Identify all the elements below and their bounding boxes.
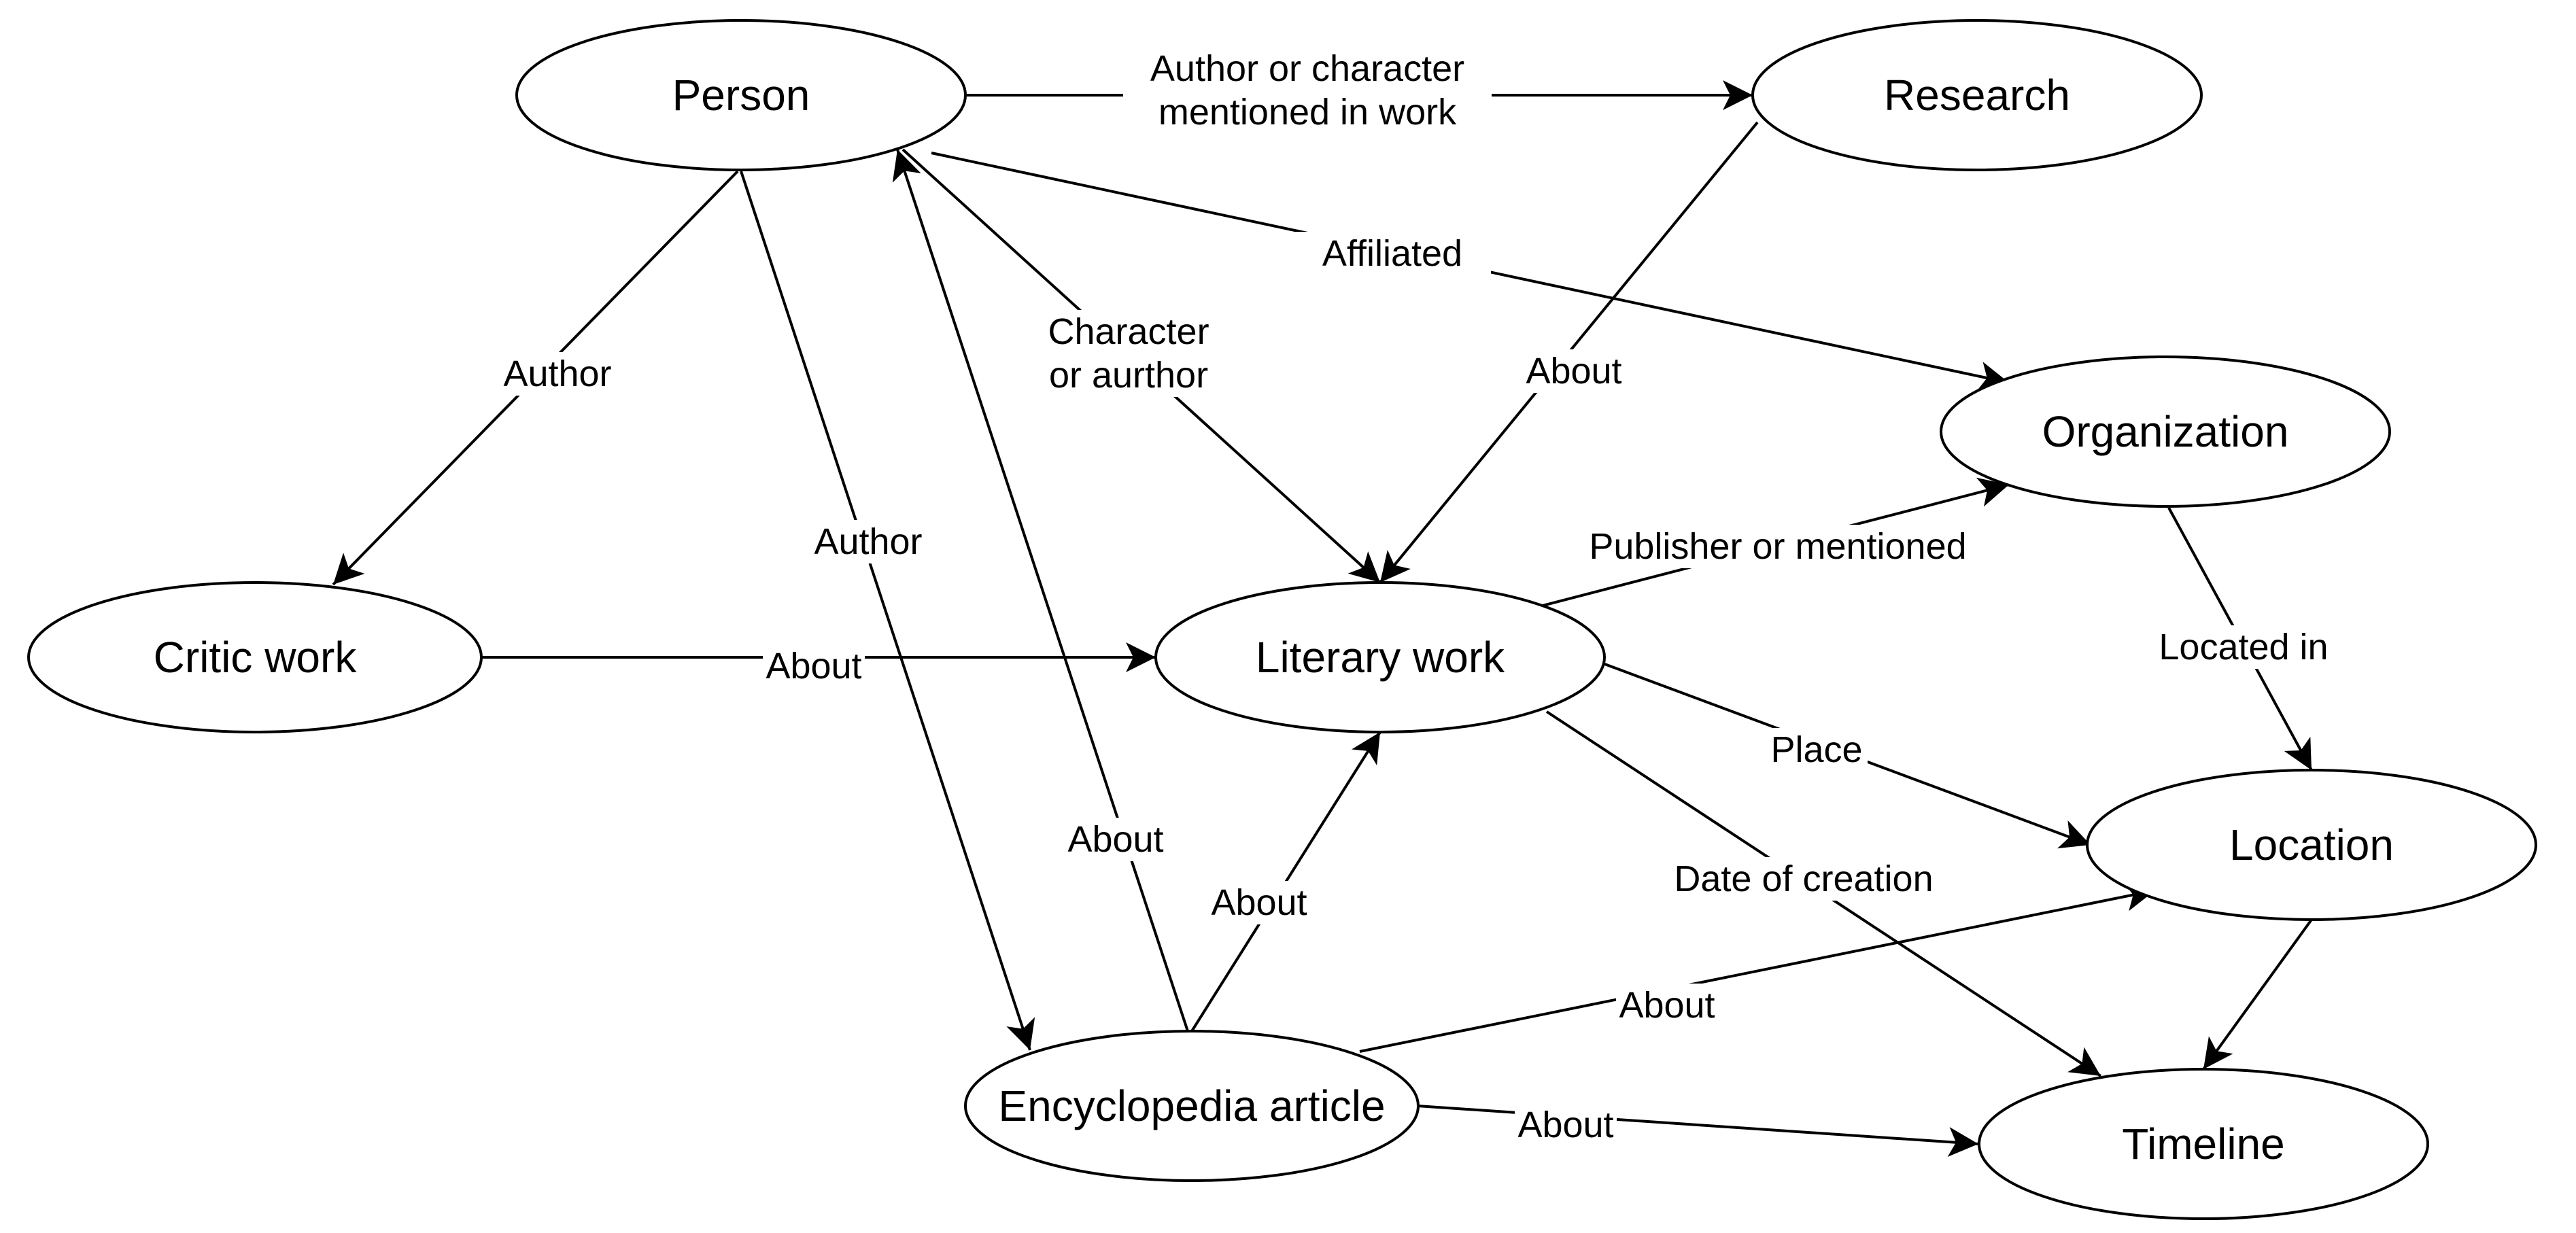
node-shape	[1978, 1068, 2429, 1220]
node-research: Research	[1751, 19, 2203, 171]
edge-label-text: or aurthor	[1049, 355, 1208, 396]
edge-label-encyclopedia-timeline-about: About	[1515, 1103, 1617, 1147]
edge-encyclopedia-location-about	[1359, 882, 2156, 1053]
node-shape	[27, 581, 483, 733]
edge-label-research-literary-about: About	[1523, 349, 1625, 393]
edge-label-person-organization: Affiliated	[1294, 232, 1491, 275]
edge-label-background	[1515, 1103, 1617, 1147]
edge-label-background	[1565, 525, 1991, 568]
node-literary-work: Literary work	[1154, 581, 1606, 733]
edge-label-literary-organization: Publisher or mentioned	[1565, 525, 1991, 568]
edge-label-text: mentioned in work	[1158, 92, 1457, 133]
edge-label-text: Character	[1048, 311, 1209, 352]
edge-label-literary-location-place: Place	[1766, 728, 1868, 771]
edge-label-background	[1294, 232, 1491, 275]
edge-label-text: Author	[503, 353, 611, 394]
edge-label-text: Place	[1770, 729, 1862, 770]
node-shape	[964, 1030, 1420, 1182]
node-shape	[1154, 581, 1606, 733]
edge-person-encyclopedia-author	[740, 171, 1035, 1051]
edge-label-person-encyclopedia-author: Author	[808, 520, 929, 563]
node-timeline: Timeline	[1978, 1068, 2429, 1220]
edge-label-background	[1616, 984, 1718, 1027]
edge-label-background	[1065, 818, 1167, 861]
node-location: Location	[2086, 769, 2537, 921]
node-label-encyclopedia-article: Encyclopedia article	[998, 1081, 1385, 1130]
edge-label-organization-location: Located in	[2145, 625, 2342, 669]
edge-label-text: Affiliated	[1322, 233, 1462, 274]
edge-label-background	[2145, 625, 2342, 669]
edge-encyclopedia-person-about	[892, 149, 1189, 1032]
edge-encyclopedia-timeline-about	[1417, 1105, 1979, 1157]
edge-label-background	[1648, 857, 1959, 901]
node-shape	[515, 19, 967, 171]
edge-label-text: About	[1619, 985, 1715, 1026]
node-encyclopedia-article: Encyclopedia article	[964, 1030, 1420, 1182]
edge-label-background	[1123, 47, 1492, 134]
edge-label-background	[1208, 881, 1310, 924]
node-label-timeline: Timeline	[2122, 1119, 2284, 1168]
edge-location-timeline	[2202, 918, 2313, 1071]
edge-label-background	[1766, 728, 1868, 771]
edge-label-text: About	[766, 646, 861, 687]
node-label-location: Location	[2229, 820, 2394, 869]
edge-label-encyclopedia-literary-about: About	[1208, 881, 1310, 924]
edge-label-person-critic-author: Author	[497, 352, 618, 396]
node-critic-work: Critic work	[27, 581, 483, 733]
node-label-person: Person	[672, 71, 810, 120]
node-shape	[2086, 769, 2537, 921]
edge-label-text: Author or character	[1150, 48, 1464, 89]
edge-label-background	[1030, 310, 1227, 397]
edge-label-critic-literary-about: About	[763, 644, 865, 688]
edge-label-encyclopedia-person-about: About	[1065, 818, 1167, 861]
edge-label-background	[1523, 349, 1625, 393]
edge-label-text: Located in	[2159, 627, 2328, 667]
edge-label-text: Date of creation	[1674, 858, 1933, 899]
node-label-organization: Organization	[2042, 407, 2289, 456]
node-shape	[1751, 19, 2203, 171]
node-person: Person	[515, 19, 967, 171]
edge-label-literary-timeline-date: Date of creation	[1648, 857, 1959, 901]
node-label-research: Research	[1884, 71, 2070, 120]
edge-label-text: About	[1517, 1105, 1613, 1145]
edge-label-text: Publisher or mentioned	[1589, 526, 1966, 567]
node-organization: Organization	[1940, 355, 2391, 508]
edge-label-text: Author	[814, 521, 922, 562]
edge-label-background	[763, 644, 865, 688]
edge-label-text: About	[1067, 819, 1163, 860]
edge-label-encyclopedia-location-about: About	[1616, 984, 1718, 1027]
edge-label-background	[497, 352, 618, 396]
node-label-critic-work: Critic work	[154, 633, 358, 682]
node-label-literary-work: Literary work	[1256, 633, 1505, 682]
node-shape	[1940, 355, 2391, 508]
edge-label-background	[808, 520, 929, 563]
edge-label-text: About	[1526, 351, 1621, 392]
edge-label-text: About	[1211, 882, 1307, 923]
